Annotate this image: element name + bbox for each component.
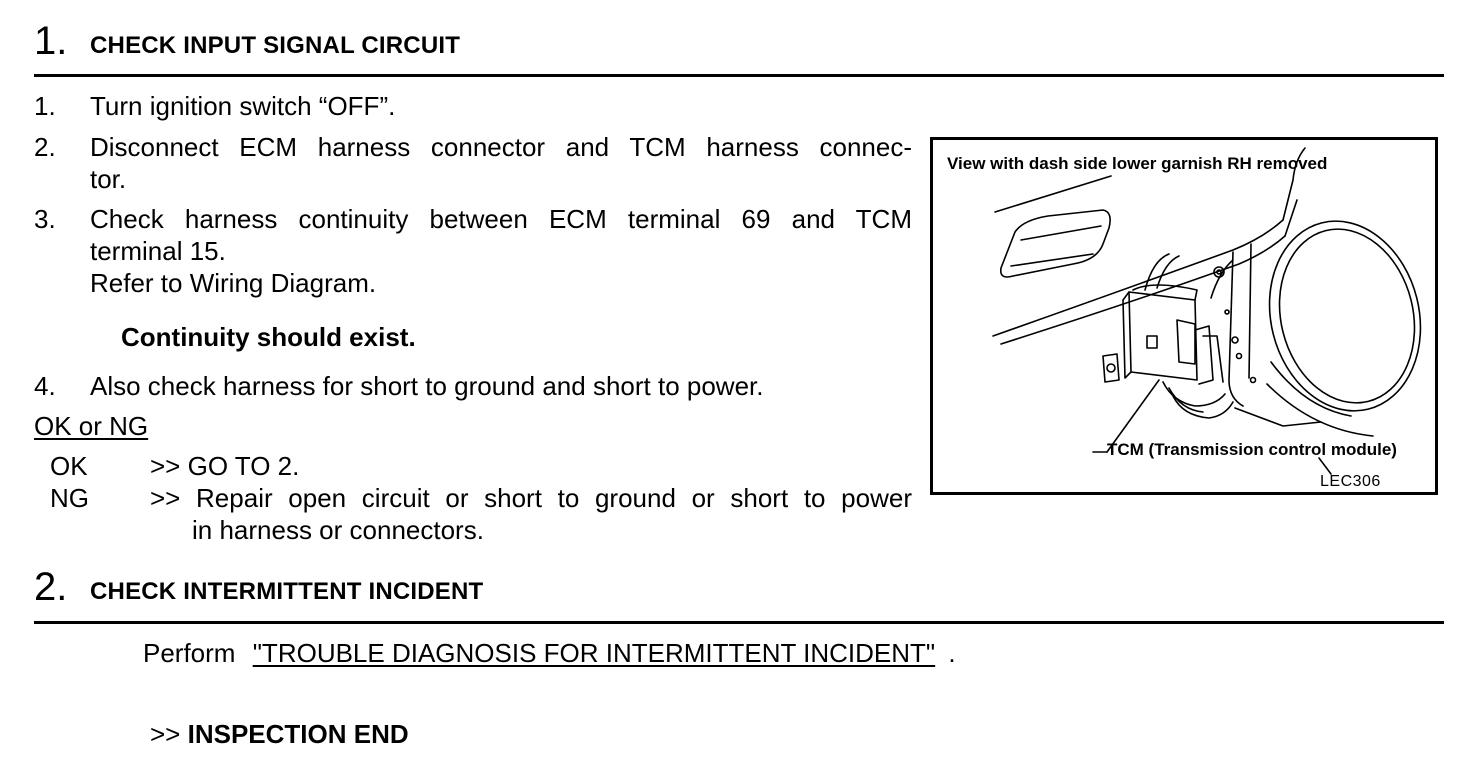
perform-suffix: . [948,638,956,668]
item-2-text-line-2: tor. [90,164,127,194]
result-ng-action-line-2: in harness or connectors. [192,515,484,545]
intermittent-incident-link[interactable]: "TROUBLE DIAGNOSIS FOR INTERMITTENT INCI… [252,638,936,668]
ok-ng-heading: OK or NG [34,411,149,441]
item-3-text-line-3: Refer to Wiring Diagram. [90,268,377,298]
inspection-end-text: INSPECTION END [187,719,409,749]
inspection-end-line: >> INSPECTION END [150,718,409,750]
item-3-text-line-2: terminal 15. [90,236,226,266]
item-1-text: Turn ignition switch “OFF”. [90,91,396,121]
step-1-divider [34,74,1444,77]
figure-caption: View with dash side lower garnish RH rem… [947,154,1328,173]
perform-prefix: Perform [143,638,236,668]
tcm-location-illustration [992,147,1422,475]
item-3-text-line-1: Check harness continuity between ECM ter… [90,204,912,234]
figure-code: LEC306 [1320,473,1381,490]
item-2-text-line-1: Disconnect ECM harness connector and TCM… [90,132,912,162]
result-ok-code: OK [50,451,88,481]
item-3-number: 3. [34,204,56,234]
tcm-location-figure: View with dash side lower garnish RH rem… [930,137,1438,495]
step-2-divider [34,621,1444,624]
step-1-number: 1. [34,19,68,63]
continuity-spec: Continuity should exist. [121,322,416,352]
inspection-end-prefix: >> [150,719,181,749]
item-4-text: Also check harness for short to ground a… [90,371,764,401]
step-2-title: CHECK INTERMITTENT INCIDENT [90,578,484,605]
perform-line: Perform "TROUBLE DIAGNOSIS FOR INTERMITT… [143,637,956,669]
item-1-number: 1. [34,91,56,121]
tcm-callout-label: TCM (Transmission control module) [1107,440,1397,459]
item-4-number: 4. [34,371,56,401]
result-ng-code: NG [50,483,89,513]
step-2-number: 2. [34,565,68,609]
result-ok-action[interactable]: >> GO TO 2. [150,451,300,481]
item-2-number: 2. [34,132,56,162]
result-ng-action-line-1: >> Repair open circuit or short to groun… [150,483,912,513]
step-1-title: CHECK INPUT SIGNAL CIRCUIT [90,32,461,59]
